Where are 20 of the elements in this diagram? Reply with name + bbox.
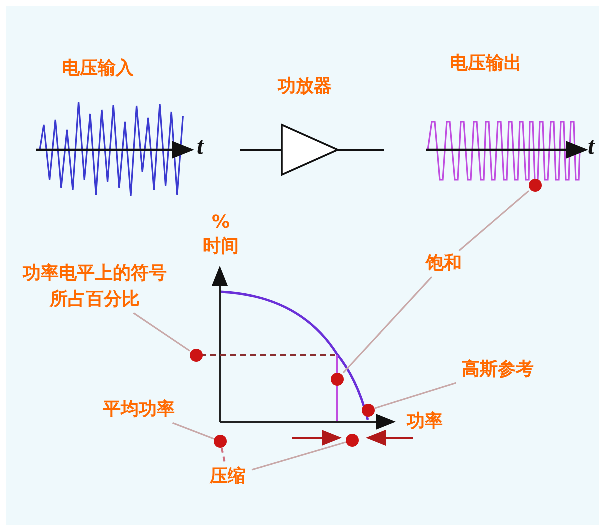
label: 电压输入: [61, 57, 135, 81]
label: 时间: [202, 235, 240, 259]
label: 电压输出: [449, 52, 523, 76]
callout-label: 功率电平上的符号所占百分比: [20, 261, 170, 314]
leader-line: [252, 442, 346, 471]
axis-variable: t: [588, 134, 595, 161]
callout-label: 饱和: [420, 251, 468, 278]
leader-line: [342, 276, 433, 374]
axis-variable: t: [197, 134, 204, 161]
callout-label: 平均功率: [94, 397, 184, 424]
leader-line: [374, 382, 456, 410]
callout-label: 高斯参考: [452, 357, 544, 384]
leader-line: [133, 312, 190, 352]
label: 功率: [406, 410, 444, 434]
label: %: [210, 211, 232, 235]
leader-line: [458, 190, 530, 252]
label: 功放器: [276, 75, 333, 99]
dashed-leader-line: [220, 448, 226, 464]
leader-line: [172, 422, 214, 440]
callout-label: 压缩: [204, 464, 252, 490]
